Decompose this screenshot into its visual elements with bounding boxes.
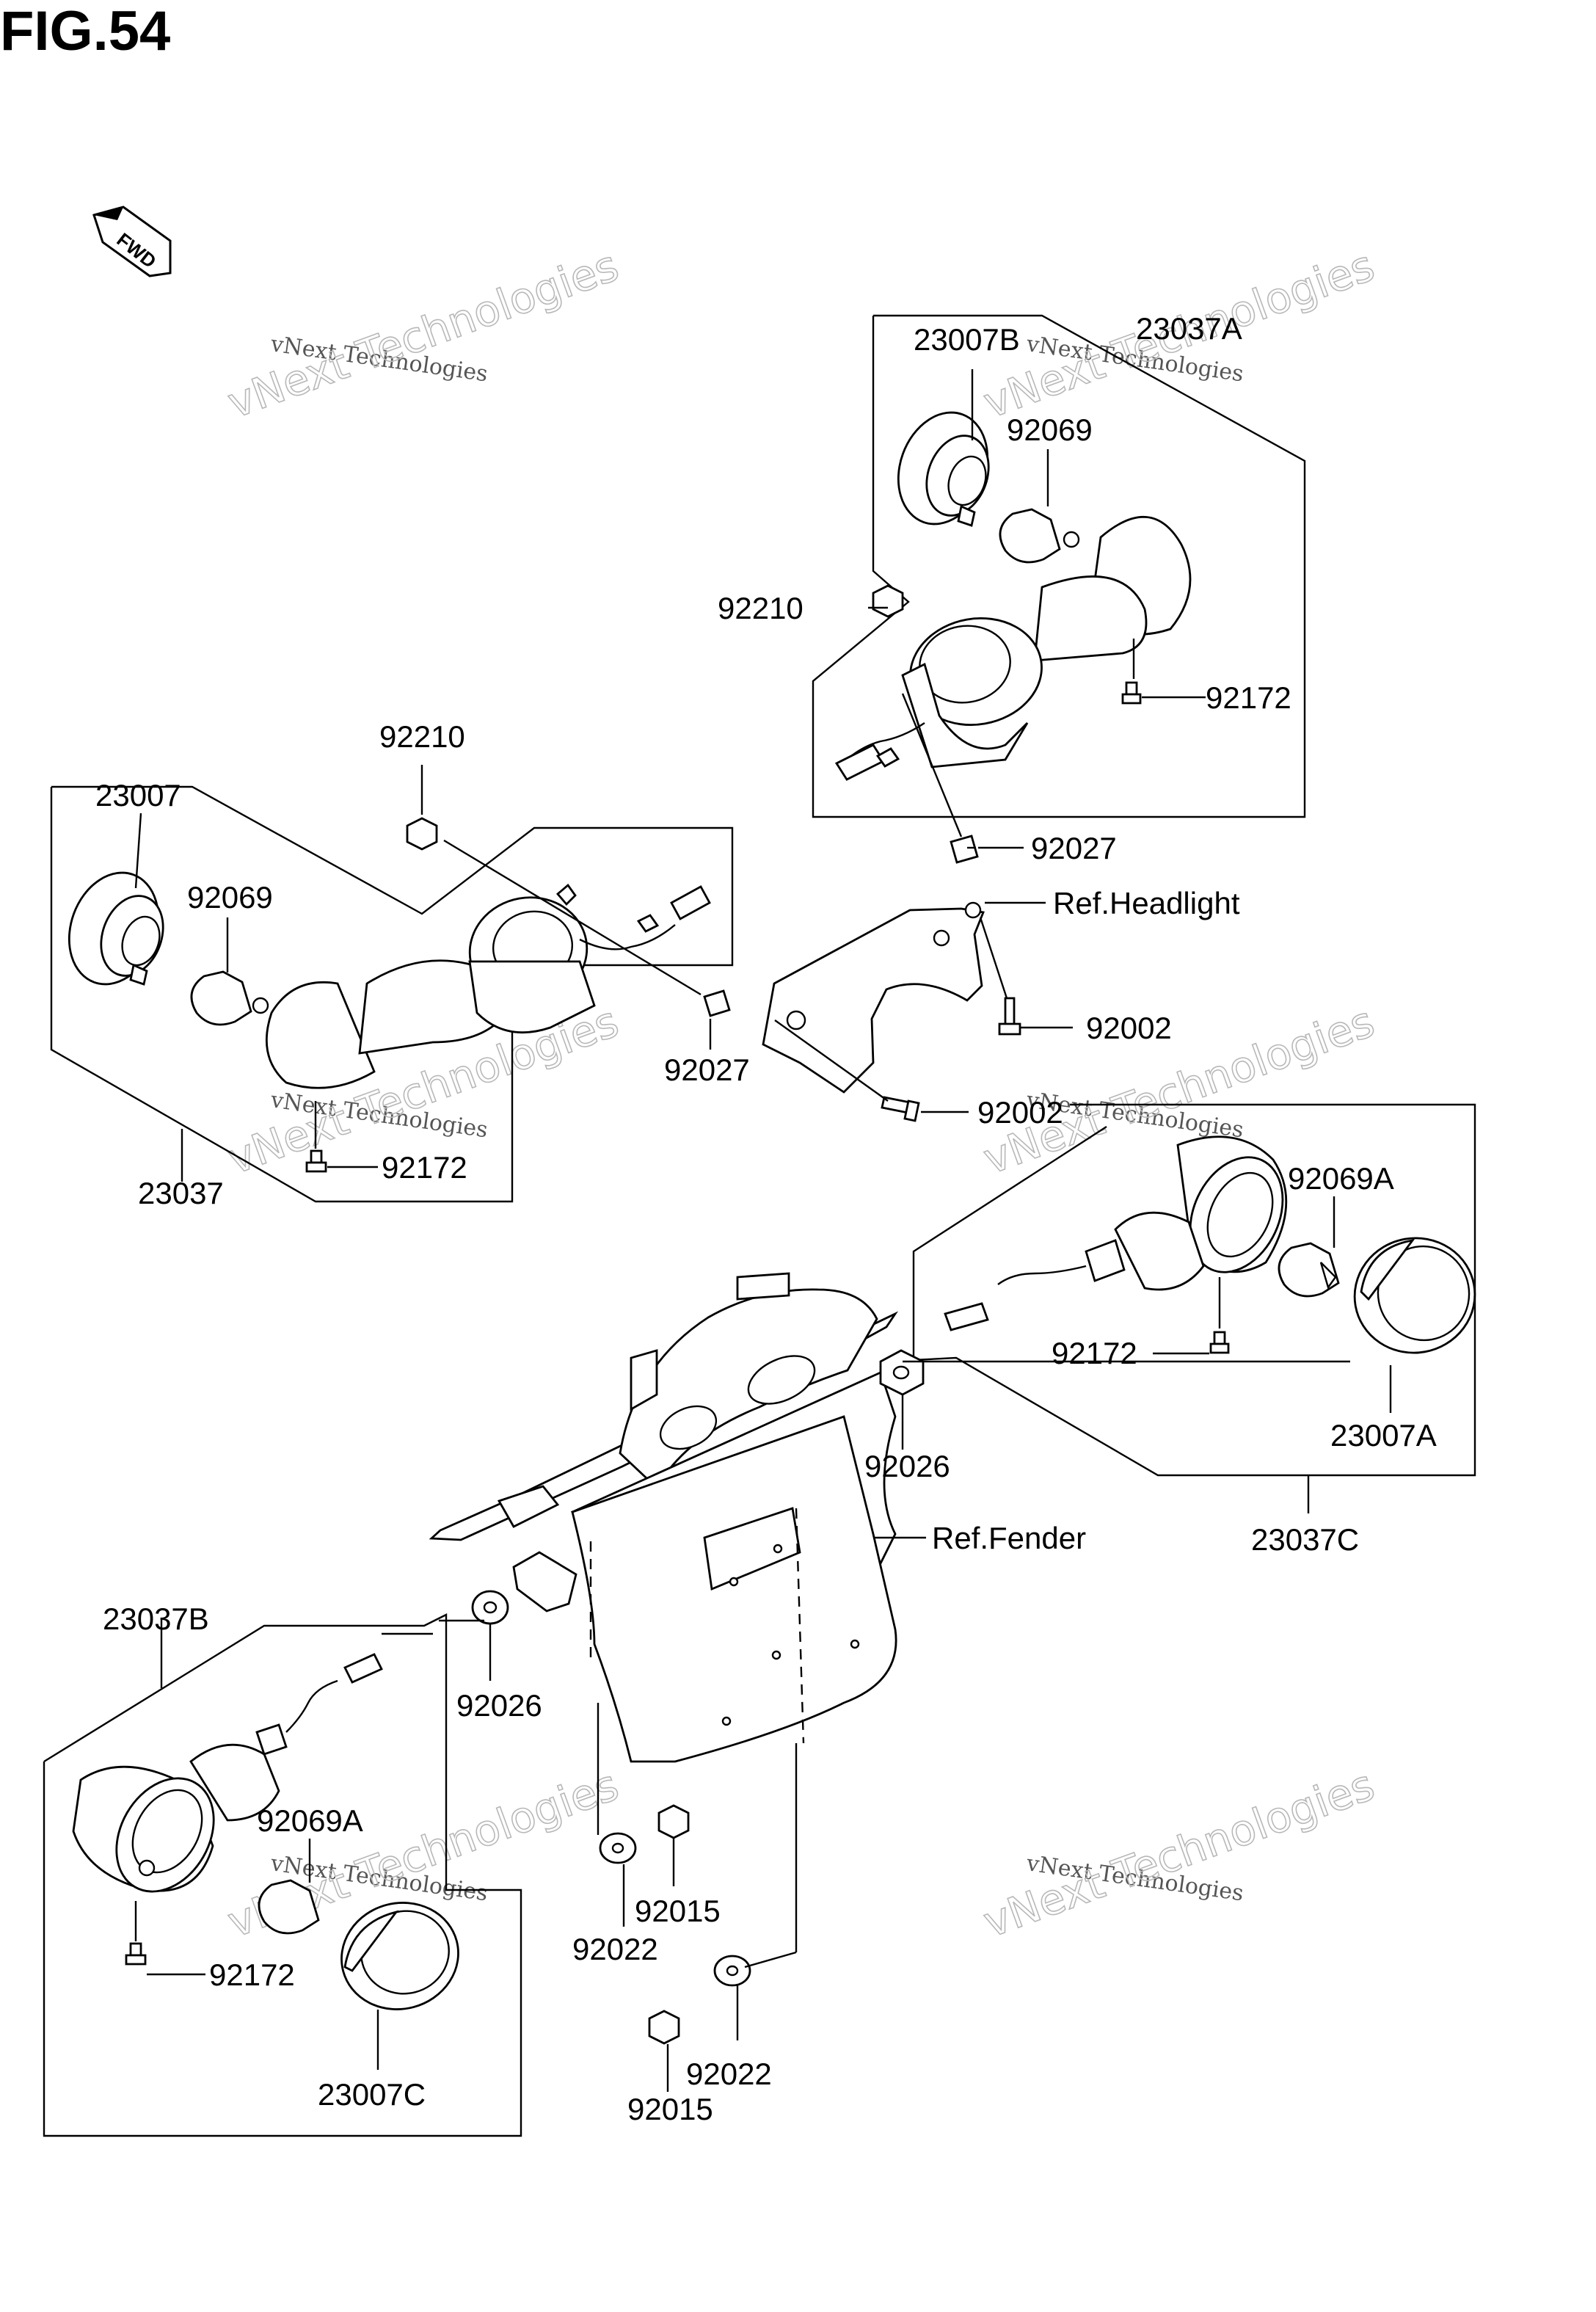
part-92015-a: 92015	[635, 1894, 721, 1928]
part-23007: 23007	[95, 778, 181, 813]
part-92022-a: 92022	[572, 1932, 658, 1966]
part-92172-bottom-left: 92172	[209, 1957, 295, 1992]
part-92069-left: 92069	[187, 880, 273, 915]
part-92172-right: 92172	[1052, 1336, 1137, 1370]
part-23007c: 23007C	[318, 2077, 426, 2112]
rear-fender	[429, 1272, 925, 2045]
turn-signal-rear-right	[944, 1135, 1476, 1354]
assembly-23037-frame	[50, 785, 734, 1203]
fwd-arrow-icon: FWD	[92, 206, 172, 277]
part-23007b: 23007B	[914, 322, 1020, 357]
part-92172-top: 92172	[1206, 680, 1291, 715]
part-92026-right: 92026	[864, 1449, 950, 1483]
turn-signal-rear-left	[72, 1653, 459, 2010]
part-92172-left: 92172	[382, 1150, 467, 1185]
ref-headlight-label: Ref.Headlight	[1053, 886, 1240, 920]
part-92022-b: 92022	[686, 2057, 772, 2091]
figure-title: FIG.54	[0, 0, 170, 62]
part-23037b: 23037B	[103, 1602, 209, 1636]
part-92002-b: 92002	[977, 1095, 1063, 1130]
ref-fender-label: Ref.Fender	[932, 1521, 1086, 1555]
part-92015-b: 92015	[627, 2092, 713, 2126]
assembly-23037b-frame	[43, 1613, 522, 2137]
part-92210-top: 92210	[718, 591, 804, 625]
watermark-bottom-right: vNext Technologies vNext Technologies	[977, 1759, 1382, 1948]
assembly-23037a-frame	[812, 314, 1306, 818]
part-23007a: 23007A	[1330, 1418, 1437, 1453]
part-92210-left: 92210	[379, 719, 465, 754]
part-92027-left: 92027	[664, 1053, 750, 1087]
part-23037a: 23037A	[1136, 311, 1242, 346]
part-23037: 23037	[138, 1176, 224, 1210]
part-92027-top: 92027	[1031, 831, 1117, 865]
part-92069-top: 92069	[1007, 412, 1093, 447]
part-23037c: 23037C	[1251, 1522, 1359, 1557]
part-92002-a: 92002	[1086, 1011, 1172, 1045]
headlight-bracket	[762, 901, 1021, 1122]
watermark-top-left: vNext Technologies vNext Technologies	[221, 240, 626, 429]
assembly-23037c-frame	[912, 1103, 1476, 1477]
turn-signal-housing-front-right	[834, 411, 1192, 864]
part-92026-left: 92026	[456, 1688, 542, 1723]
turn-signal-housing-front-left	[68, 817, 731, 1173]
part-92069a-right: 92069A	[1288, 1161, 1394, 1196]
part-92069a-left: 92069A	[257, 1803, 363, 1838]
